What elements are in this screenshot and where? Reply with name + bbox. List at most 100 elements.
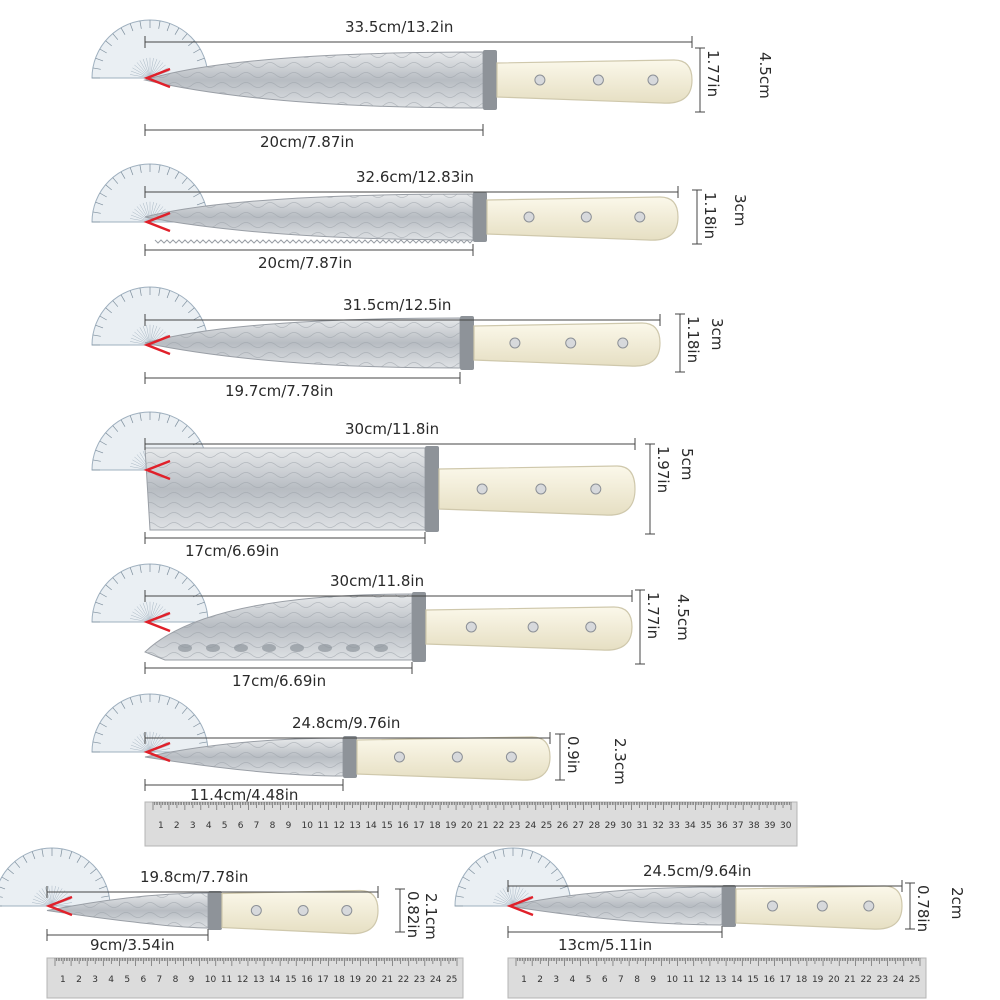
blade-length-label: 20cm/7.87in xyxy=(260,133,354,151)
bolster-utility xyxy=(722,885,736,927)
ruler-number: 13 xyxy=(349,821,360,831)
protractor-tick xyxy=(112,707,119,714)
protractor-tick xyxy=(199,741,208,744)
protractor-tick xyxy=(129,290,134,299)
ruler-number: 12 xyxy=(237,975,248,985)
blade-length-label: 9cm/3.54in xyxy=(90,936,175,954)
ruler-number: 15 xyxy=(747,975,758,985)
ruler-number: 9 xyxy=(650,975,656,985)
granton-dimple xyxy=(234,644,248,652)
ruler-number: 1 xyxy=(60,975,66,985)
ruler-number: 3 xyxy=(553,975,559,985)
protractor-tick xyxy=(95,57,104,62)
protractor-tick xyxy=(95,201,104,206)
protractor-ray xyxy=(136,206,151,223)
protractor-tick xyxy=(120,171,126,179)
ruler-number: 21 xyxy=(477,821,488,831)
ruler-number: 2 xyxy=(174,821,180,831)
protractor-tick xyxy=(129,23,134,32)
protractor-tick xyxy=(22,855,28,863)
ruler-number: 28 xyxy=(589,821,601,831)
protractor-ray xyxy=(149,202,158,223)
protractor-ray xyxy=(132,211,151,223)
ruler-number: 5 xyxy=(586,975,592,985)
ruler-body xyxy=(144,801,798,847)
protractor-tick xyxy=(129,697,134,706)
ruler-body xyxy=(507,957,927,999)
ruler-number: 16 xyxy=(763,975,775,985)
protractor-tick xyxy=(188,714,195,721)
ruler-number: 25 xyxy=(446,975,457,985)
protractor-ray xyxy=(136,736,151,753)
width-cm-label: 3cm xyxy=(731,194,749,226)
total-length-label: 30cm/11.8in xyxy=(330,572,424,590)
blade-pattern-bread xyxy=(145,194,473,240)
protractor-tick xyxy=(468,868,475,875)
edge-angle-mark xyxy=(143,459,171,481)
ruler-number: 11 xyxy=(221,975,232,985)
protractor-ray xyxy=(139,204,151,223)
rivet xyxy=(534,74,546,86)
protractor-tick xyxy=(1,876,9,882)
granton-dimple xyxy=(346,644,360,652)
rivet xyxy=(767,900,779,912)
ruler-number: 31 xyxy=(636,821,647,831)
protractor-tick xyxy=(92,334,101,337)
protractor-tick xyxy=(0,886,6,890)
protractor-tick xyxy=(181,577,188,584)
bolster-slicer xyxy=(460,316,474,370)
protractor-tick xyxy=(158,287,161,296)
protractor-ray xyxy=(132,67,151,79)
rivet xyxy=(505,751,517,763)
total-length-label: 32.6cm/12.83in xyxy=(356,168,474,186)
ruler-number: 15 xyxy=(381,821,392,831)
blade-pattern-slicer xyxy=(145,318,460,368)
total-length-label: 30cm/11.8in xyxy=(345,420,439,438)
granton-dimple xyxy=(178,644,192,652)
protractor-tick xyxy=(95,731,104,736)
protractor-ray xyxy=(134,208,151,223)
protractor-body xyxy=(91,163,209,223)
protractor-ray xyxy=(146,201,151,223)
ruler-number: 30 xyxy=(780,821,792,831)
protractor-tick xyxy=(112,33,119,40)
protractor-tick xyxy=(193,315,201,321)
protractor-ray xyxy=(51,902,73,907)
protractor-tick xyxy=(139,694,142,703)
ruler-number: 14 xyxy=(365,821,377,831)
protractor-tick xyxy=(188,432,195,439)
protractor-tick xyxy=(120,419,126,427)
protractor-tick xyxy=(95,601,104,606)
protractor-tick xyxy=(99,192,107,198)
rivet xyxy=(465,621,477,633)
protractor-tick xyxy=(112,300,119,307)
protractor-ray xyxy=(149,57,154,79)
protractor-tick xyxy=(139,20,142,29)
protractor-tick xyxy=(14,861,21,868)
ruler-number: 18 xyxy=(333,975,345,985)
ruler-number: 35 xyxy=(700,821,711,831)
edge-angle-mark xyxy=(143,334,171,356)
protractor-ray xyxy=(505,886,514,907)
protractor-tick xyxy=(92,741,101,744)
ruler-number: 18 xyxy=(796,975,808,985)
ruler-number: 30 xyxy=(621,821,633,831)
protractor-ray xyxy=(509,885,514,907)
protractor-tick xyxy=(158,164,161,173)
bolster-santoku xyxy=(412,592,426,662)
protractor-tick xyxy=(181,300,188,307)
ruler-number: 11 xyxy=(683,975,694,985)
protractor-tick xyxy=(120,701,126,709)
protractor-tick xyxy=(556,876,564,882)
total-length-label: 24.5cm/9.64in xyxy=(643,862,751,880)
protractor-tick xyxy=(166,697,171,706)
ruler-number: 38 xyxy=(748,821,760,831)
protractor-tick xyxy=(105,584,112,591)
protractor-santoku xyxy=(91,563,209,623)
width-in-label: 1.18in xyxy=(684,316,702,363)
edge-angle-mark xyxy=(45,895,73,917)
